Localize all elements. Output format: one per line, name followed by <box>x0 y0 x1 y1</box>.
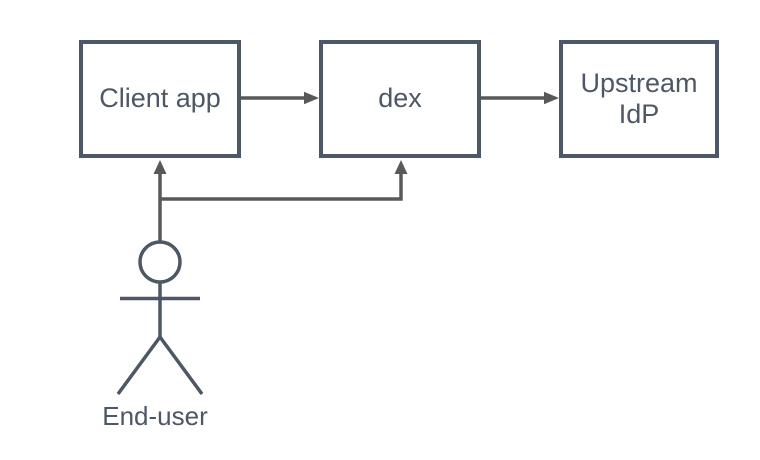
arrow-right-icon <box>544 91 559 105</box>
edge-end-user-to-dex <box>160 160 408 201</box>
actor-leg-right <box>158 335 204 396</box>
actor-end-user-figure <box>116 240 204 396</box>
node-client-app: Client app <box>79 40 241 158</box>
node-upstream-idp-label-line1: Upstream <box>580 67 698 98</box>
node-upstream-idp: Upstream IdP <box>559 40 719 158</box>
actor-head <box>138 240 182 284</box>
arrow-up-icon <box>394 160 408 174</box>
edge-end-user-to-client-app <box>153 160 167 242</box>
arrow-right-icon <box>304 91 319 105</box>
node-dex-label: dex <box>378 83 422 114</box>
node-dex: dex <box>319 40 481 158</box>
arrow-up-icon <box>153 160 167 174</box>
node-client-app-label: Client app <box>99 83 221 114</box>
edge-client-app-to-dex <box>241 91 319 105</box>
actor-end-user-label: End-user <box>102 401 208 431</box>
actor-leg-left <box>116 335 162 396</box>
node-upstream-idp-label-line2: IdP <box>618 99 660 129</box>
edge-elbow-line <box>160 173 403 201</box>
edge-dex-to-upstream-idp <box>481 91 559 105</box>
